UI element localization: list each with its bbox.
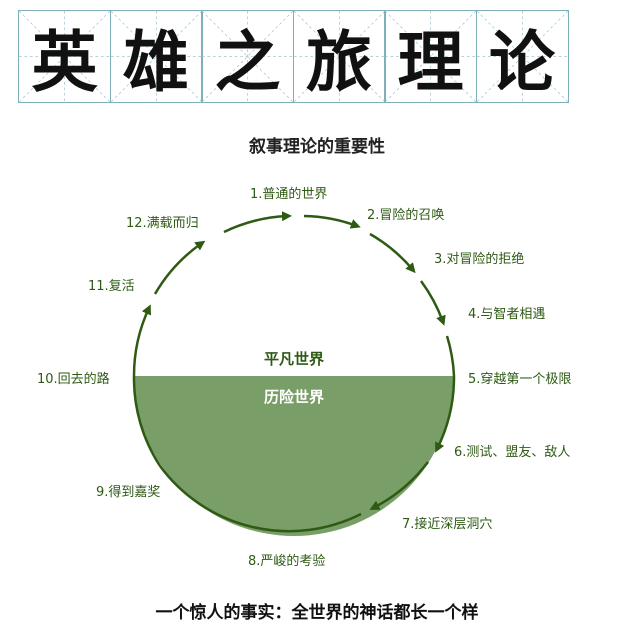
arrow-segment [223,211,292,234]
adventure-world-area [134,376,454,536]
stage-label: 3.对冒险的拒绝 [434,251,524,267]
title-char: 雄 [123,22,189,101]
title-char: 理 [397,22,464,101]
title-char: 之 [214,22,281,101]
adventure-world-label: 历险世界 [264,388,324,406]
arrow-segment [153,240,206,295]
stage-label: 9.得到嘉奖 [96,484,160,500]
title-row: 英 雄 之 旅 [18,10,618,103]
arrow-segment [158,465,362,533]
subtitle: 叙事理论的重要性 [249,137,385,157]
grid-lines [476,11,568,102]
stage-label: 2.冒险的召唤 [367,207,444,223]
arrow-segment [369,232,416,274]
cycle-arrows [132,211,456,533]
grid-lines [293,11,385,102]
grid-lines [110,11,202,102]
stage-label: 1.普通的世界 [250,186,327,202]
title-char: 论 [489,22,555,101]
stage-label: 10.回去的路 [37,371,110,387]
footer-caption: 一个惊人的事实：全世界的神话都长一个样 [155,603,479,623]
stage-label: 4.与智者相遇 [468,307,545,322]
arrow-segment [369,461,429,510]
title-char: 旅 [306,22,372,101]
grid-lines [19,11,110,102]
title-cell: 之 [201,10,294,103]
title-cell: 理 [384,10,477,103]
title-cell: 英 [18,10,111,103]
stage-label: 8.严峻的考验 [248,553,325,569]
arrow-segment [132,375,162,467]
arrow-segment [132,304,151,377]
arrow-segment [303,214,361,229]
title-cell: 论 [475,10,569,103]
stage-label: 11.复活 [88,279,135,294]
ordinary-world-label: 平凡世界 [264,350,324,368]
arrow-segment [445,335,456,377]
grid-lines [385,11,476,102]
title-char: 英 [31,22,98,101]
stage-label: 12.满载而归 [126,216,199,231]
title-cell: 旅 [292,10,386,103]
arrow-segment [419,280,446,326]
stage-label: 7.接近深层洞穴 [402,516,492,532]
stage-label: 5.穿越第一个极限 [468,371,571,387]
grid-lines [202,11,293,102]
arrow-segment [435,375,456,453]
stage-label: 6.测试、盟友、敌人 [454,444,570,460]
